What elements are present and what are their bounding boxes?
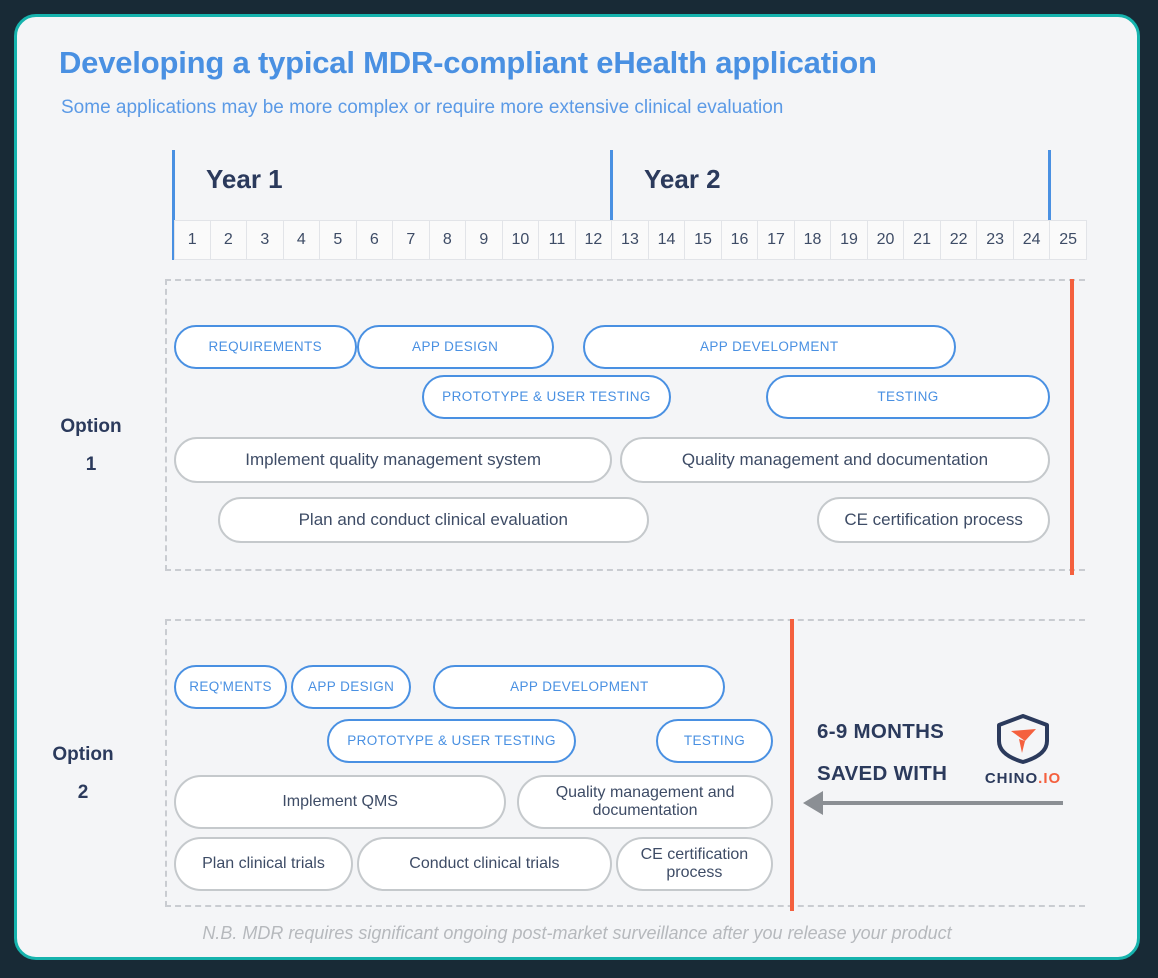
option-1-label: Option <box>31 407 151 447</box>
task-pill[interactable]: PROTOTYPE & USER TESTING <box>422 375 671 419</box>
task-pill[interactable]: APP DESIGN <box>290 665 412 709</box>
month-cell-13: 13 <box>612 220 649 260</box>
task-pill[interactable]: TESTING <box>656 719 773 763</box>
option-2-box <box>165 619 1085 907</box>
task-pill[interactable]: Plan and conduct clinical evaluation <box>217 497 649 543</box>
chino-logo-text: CHINO.IO <box>973 770 1073 787</box>
month-cell-2: 2 <box>210 220 248 260</box>
month-cell-7: 7 <box>393 220 430 260</box>
option-2-label: Option <box>23 735 143 775</box>
savings-line-2: SAVED WITH <box>817 762 948 785</box>
month-cell-6: 6 <box>356 220 394 260</box>
option-1-end-marker <box>1070 279 1074 575</box>
shield-icon <box>997 714 1049 764</box>
year-divider-start <box>172 150 175 260</box>
option-2-label-line2: 2 <box>77 782 89 803</box>
month-cell-1: 1 <box>174 220 211 260</box>
month-cell-4: 4 <box>283 220 321 260</box>
savings-arrow-line <box>823 801 1063 805</box>
year-divider-end <box>1048 150 1051 260</box>
year-divider-mid <box>610 150 613 260</box>
month-cell-8: 8 <box>429 220 467 260</box>
month-cell-3: 3 <box>247 220 284 260</box>
option-2-end-marker <box>790 619 794 911</box>
month-cell-14: 14 <box>648 220 686 260</box>
month-cell-20: 20 <box>867 220 905 260</box>
task-pill[interactable]: Quality management and documentation <box>619 437 1051 483</box>
month-cell-24: 24 <box>1013 220 1051 260</box>
footnote: N.B. MDR requires significant ongoing po… <box>202 923 952 943</box>
month-cell-21: 21 <box>904 220 941 260</box>
chino-logo-suffix: .IO <box>1038 770 1062 787</box>
month-cell-10: 10 <box>502 220 540 260</box>
chino-logo[interactable]: CHINO.IO <box>973 713 1073 787</box>
month-cell-19: 19 <box>831 220 868 260</box>
chino-logo-name: CHINO <box>984 770 1039 787</box>
month-cell-16: 16 <box>721 220 759 260</box>
task-pill[interactable]: REQUIREMENTS <box>174 325 357 369</box>
task-pill[interactable]: PROTOTYPE & USER TESTING <box>327 719 576 763</box>
infographic-card: Developing a typical MDR-compliant eHeal… <box>14 14 1140 960</box>
month-cell-11: 11 <box>539 220 576 260</box>
month-cell-25: 25 <box>1050 220 1087 260</box>
task-pill[interactable]: APP DEVELOPMENT <box>433 665 726 709</box>
task-pill[interactable]: CE certification process <box>615 837 773 891</box>
month-cell-22: 22 <box>940 220 978 260</box>
month-cell-9: 9 <box>466 220 503 260</box>
option-1-number: 1 <box>31 445 151 485</box>
savings-line-1: 6-9 MONTHS <box>817 720 945 743</box>
page-title: Developing a typical MDR-compliant eHeal… <box>59 45 877 80</box>
month-cell-15: 15 <box>685 220 722 260</box>
task-pill[interactable]: TESTING <box>765 375 1051 419</box>
task-pill[interactable]: Conduct clinical trials <box>356 837 613 891</box>
year-2-label: Year 2 <box>644 164 721 194</box>
year-1-label: Year 1 <box>206 164 283 194</box>
task-pill[interactable]: REQ'MENTS <box>174 665 288 709</box>
month-cell-23: 23 <box>977 220 1014 260</box>
task-pill[interactable]: Plan clinical trials <box>174 837 353 891</box>
month-cell-12: 12 <box>575 220 613 260</box>
month-cell-17: 17 <box>758 220 795 260</box>
page-subtitle: Some applications may be more complex or… <box>61 97 784 118</box>
month-cell-5: 5 <box>320 220 357 260</box>
task-pill[interactable]: Implement QMS <box>174 775 507 829</box>
option-1-label-line1: Option <box>60 416 122 437</box>
task-pill[interactable]: APP DEVELOPMENT <box>583 325 956 369</box>
task-pill[interactable]: APP DESIGN <box>356 325 554 369</box>
savings-arrow-head <box>803 791 823 815</box>
option-2-label-line1: Option <box>52 744 114 765</box>
option-1-label-line2: 1 <box>85 454 97 475</box>
option-2-number: 2 <box>23 773 143 813</box>
option-1-box <box>165 279 1085 571</box>
task-pill[interactable]: Implement quality management system <box>174 437 613 483</box>
task-pill[interactable]: CE certification process <box>816 497 1051 543</box>
task-pill[interactable]: Quality management and documentation <box>517 775 773 829</box>
month-cell-18: 18 <box>794 220 832 260</box>
